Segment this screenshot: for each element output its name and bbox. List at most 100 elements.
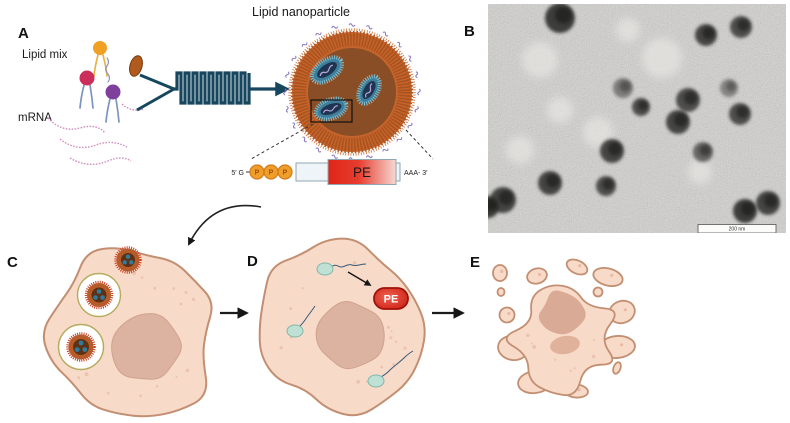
mrna-core-strand bbox=[319, 64, 333, 77]
pe-protein-badge: PE bbox=[373, 287, 409, 310]
lnp-mrna-dot bbox=[125, 254, 131, 259]
endocytosed-lnp-icon bbox=[84, 280, 114, 310]
panel-e: E bbox=[470, 254, 636, 399]
cell-freckle bbox=[500, 269, 504, 273]
peg-squiggle-icon bbox=[315, 147, 322, 153]
tem-light-patch bbox=[547, 97, 573, 123]
cell-freckle bbox=[172, 287, 176, 290]
microfluidic-channel-icon bbox=[173, 71, 290, 105]
peg-squiggle-icon bbox=[407, 122, 413, 129]
ribosome-mrna-icon bbox=[286, 305, 316, 338]
peg-squiggle-icon bbox=[291, 55, 297, 62]
tem-nanoparticle-core bbox=[736, 105, 749, 119]
peg-squiggle-icon bbox=[396, 137, 403, 142]
cell-freckle bbox=[380, 365, 383, 369]
cell-freckle bbox=[390, 330, 393, 333]
mrna-strand bbox=[380, 350, 414, 378]
pe-gene-label: PE bbox=[353, 165, 371, 180]
encapsulated-mrna-icon bbox=[309, 55, 345, 85]
tem-nanoparticle-core bbox=[699, 144, 711, 156]
ribosome-body bbox=[367, 374, 385, 388]
peg-squiggle-icon bbox=[365, 155, 373, 159]
cell-freckle bbox=[593, 338, 596, 341]
cell-freckle bbox=[132, 271, 137, 276]
cell-freckle bbox=[507, 311, 511, 316]
mrna-core-fringe bbox=[309, 55, 345, 85]
mrna-strand bbox=[121, 103, 145, 111]
cell-freckle bbox=[139, 394, 143, 398]
mrna-core-strand bbox=[364, 83, 373, 98]
cell-fragment bbox=[592, 267, 624, 287]
cell-freckle bbox=[356, 379, 360, 384]
cell-freckle bbox=[389, 336, 393, 340]
cell-freckle bbox=[394, 340, 398, 343]
panel-a-label: A bbox=[18, 25, 29, 42]
purple-lipid-head-icon bbox=[105, 84, 121, 100]
peg-squiggle-icon bbox=[366, 25, 373, 30]
mrna-construct: 5′ G P P P PE AAA- 3′ bbox=[231, 159, 428, 185]
cell-fragments bbox=[492, 258, 636, 399]
tem-nanoparticle-core bbox=[702, 26, 715, 40]
construct-5prime-label: 5′ G bbox=[231, 170, 244, 177]
encapsulated-mrna-icon bbox=[313, 96, 349, 122]
cell-freckle bbox=[175, 376, 178, 378]
tem-light-patch bbox=[583, 117, 613, 147]
panel-d-label: D bbox=[247, 253, 258, 270]
lipid-mix-label: Lipid mix bbox=[22, 49, 68, 61]
panel-b-label: B bbox=[464, 23, 475, 40]
tem-nanoparticle-core bbox=[674, 113, 688, 127]
cell-freckle bbox=[77, 376, 81, 380]
scale-bar-box bbox=[697, 224, 777, 233]
cell-fragment bbox=[496, 287, 506, 297]
lnp-outer-leaflet bbox=[290, 30, 414, 154]
tem-micrograph: 200 nm bbox=[488, 4, 786, 233]
lipid-mix-icon bbox=[79, 41, 143, 123]
lnp-mrna-dot bbox=[93, 295, 98, 300]
cell-freckle bbox=[153, 286, 157, 290]
tem-nanoparticle-core bbox=[619, 80, 631, 92]
ribosome-body bbox=[316, 262, 334, 276]
panel-c-label: C bbox=[7, 254, 18, 271]
tem-light-patch bbox=[642, 38, 682, 78]
tem-nanoparticle-core bbox=[608, 142, 622, 156]
tem-nanoparticle-core bbox=[555, 7, 572, 24]
tem-light-patches bbox=[506, 18, 712, 184]
cell-freckle bbox=[623, 308, 627, 312]
cell-freckle bbox=[185, 368, 190, 373]
mrna-strand bbox=[47, 117, 106, 134]
mrna-strand bbox=[298, 305, 316, 328]
encapsulated-mrna-icon bbox=[356, 74, 382, 106]
cell-freckle bbox=[526, 333, 530, 338]
tem-nanoparticle-core bbox=[737, 18, 750, 32]
purple-lipid-tails-icon bbox=[105, 98, 120, 123]
scale-bar-label: 200 nm bbox=[729, 227, 746, 233]
cell-freckle bbox=[155, 384, 159, 388]
tem-light-patch bbox=[506, 136, 534, 164]
cell-freckle bbox=[619, 343, 624, 347]
cell-freckle bbox=[569, 369, 572, 372]
panel-c: C bbox=[7, 246, 213, 418]
lnp-mrna-dot bbox=[129, 260, 134, 265]
zoom-box bbox=[310, 99, 353, 123]
peg-squiggle-icon bbox=[382, 148, 389, 152]
endocytosed-lnp-icon bbox=[66, 332, 96, 362]
cell-freckle bbox=[537, 272, 542, 277]
peg-squiggle-icon bbox=[408, 55, 412, 62]
peg-corona-icon bbox=[283, 23, 421, 161]
lnp-mrna-dot bbox=[78, 340, 84, 346]
cell-freckle bbox=[591, 354, 596, 359]
pe-badge-shape bbox=[373, 287, 409, 310]
mrna-strand bbox=[69, 157, 132, 166]
tem-nanoparticle-core bbox=[498, 190, 514, 205]
lnp-fringe bbox=[66, 332, 96, 362]
endosome-icon bbox=[57, 323, 105, 371]
panel-e-label: E bbox=[470, 254, 480, 271]
mrna-strand bbox=[59, 138, 128, 149]
cell-freckle bbox=[532, 344, 537, 349]
pink-lipid-tails-icon bbox=[79, 84, 94, 109]
ribosome-body bbox=[286, 324, 304, 338]
peg-squiggle-icon bbox=[417, 88, 421, 96]
cell-freckle bbox=[610, 273, 614, 277]
